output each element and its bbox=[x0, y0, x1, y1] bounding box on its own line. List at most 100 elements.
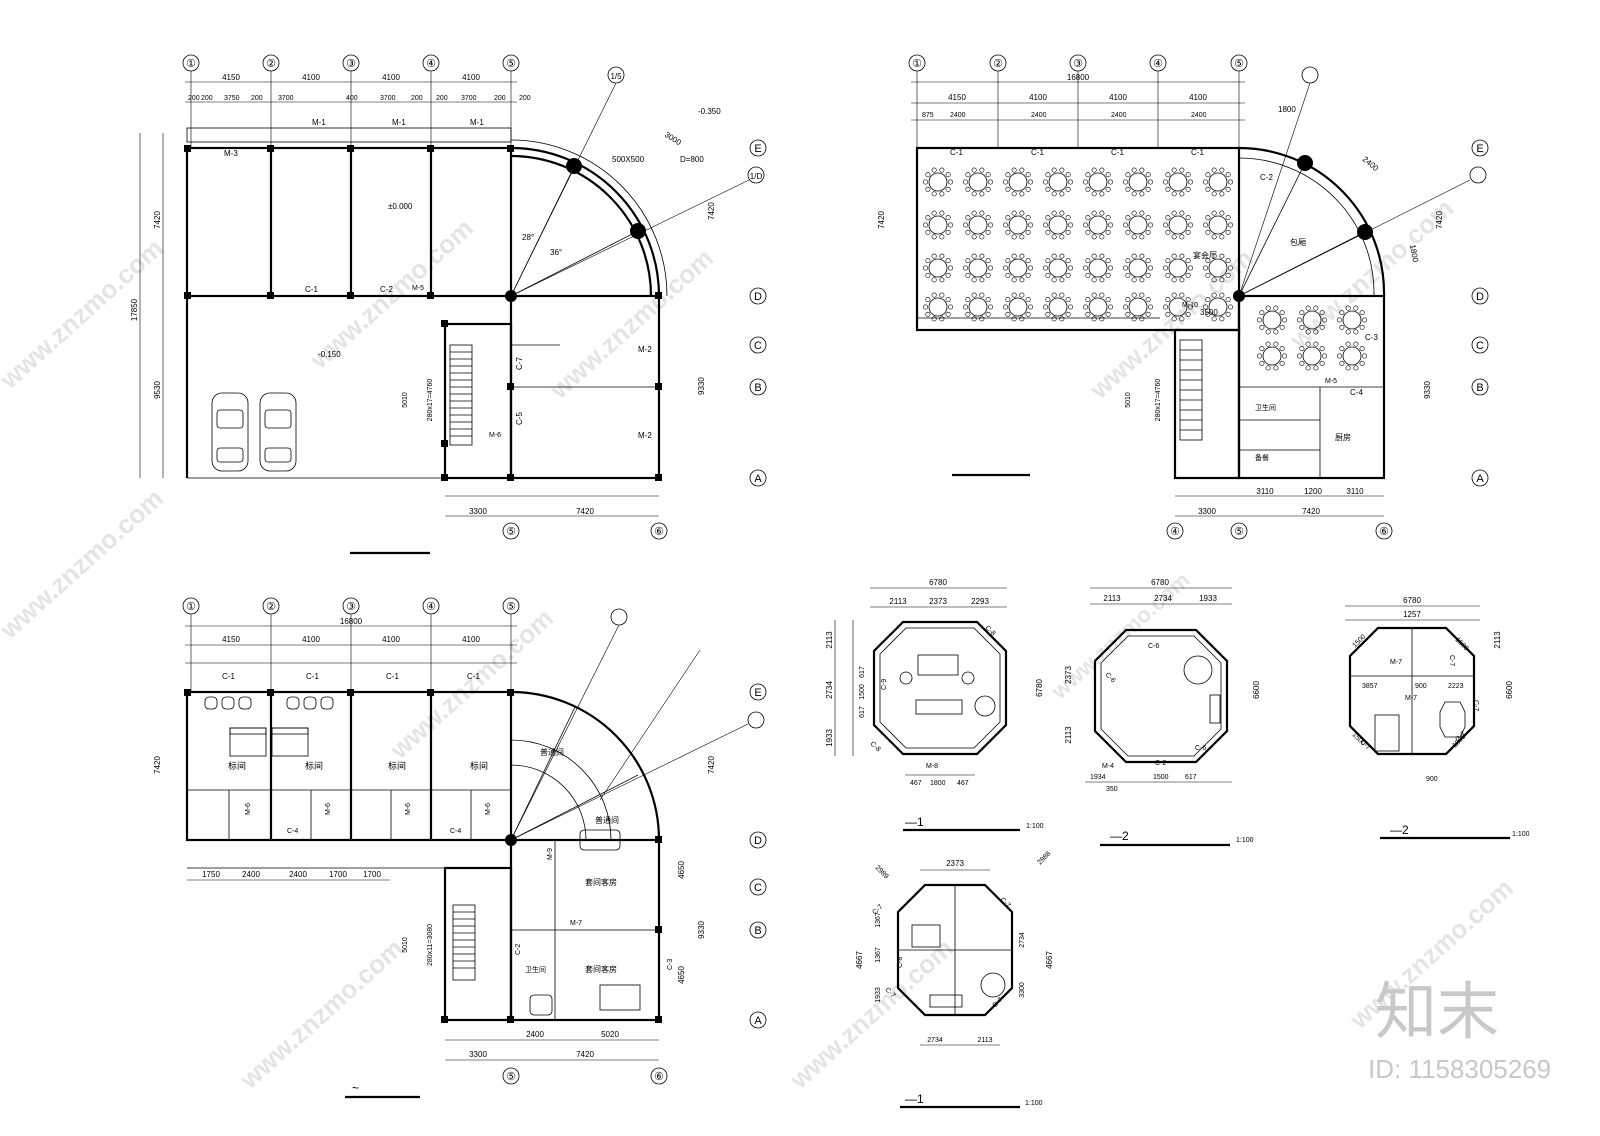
dimension-text: 2113 bbox=[1103, 594, 1121, 603]
grid-label: ② bbox=[266, 58, 276, 70]
round-table-icon bbox=[1163, 167, 1194, 197]
grid-label: ④ bbox=[426, 601, 436, 613]
room-name: 卫生间 bbox=[525, 965, 546, 974]
dimension-text: 2113 bbox=[825, 631, 834, 649]
dimension-text: 2293 bbox=[971, 597, 989, 606]
row-label: D bbox=[754, 835, 762, 847]
angle-label: 36° bbox=[550, 248, 562, 257]
door-label: M-6 bbox=[489, 432, 501, 439]
door-label: M-1 bbox=[312, 118, 326, 127]
dimension-text: 400 bbox=[346, 95, 358, 102]
dimension-text: 1750 bbox=[202, 870, 220, 879]
door-label: M-1 bbox=[392, 118, 406, 127]
door-label: M-6 bbox=[245, 803, 252, 815]
octagon-plan-a: 6780 2113 2373 2293 2113 2734 1933 617 1… bbox=[825, 578, 1044, 832]
row-label: 1/D bbox=[750, 172, 763, 181]
row-label: B bbox=[754, 382, 761, 394]
dimension-text: 3300 bbox=[469, 507, 487, 516]
window-label: C-7 bbox=[1472, 700, 1479, 711]
dimension-text: 4100 bbox=[382, 635, 400, 644]
dimension-text: 1700 bbox=[363, 870, 381, 879]
dimension-text: 16800 bbox=[340, 617, 363, 626]
dimension-text: 4100 bbox=[1189, 93, 1207, 102]
level-label: -0.150 bbox=[318, 350, 341, 359]
arc-dimension: D=800 bbox=[680, 155, 704, 164]
window-label: C-6 bbox=[1195, 745, 1206, 752]
walls: 280x17=4760 5010 bbox=[184, 127, 668, 481]
dimension-text: 1800 bbox=[1278, 105, 1296, 114]
window-label: C-1 bbox=[305, 285, 318, 294]
row-label: B bbox=[1476, 382, 1483, 394]
row-label: D bbox=[754, 291, 762, 303]
window-label: C-1 bbox=[1191, 148, 1204, 157]
dimension-text: 2373 bbox=[1064, 666, 1073, 684]
round-table-icon bbox=[922, 292, 953, 322]
scale-label: 1:100 bbox=[1236, 837, 1254, 844]
dimension-text: 4100 bbox=[1029, 93, 1047, 102]
plan-title: —1 bbox=[905, 815, 924, 829]
dimension-text: 3750 bbox=[224, 95, 240, 102]
walls bbox=[184, 689, 662, 1023]
dimension-text: 200 bbox=[436, 95, 448, 102]
dimension-text: 9330 bbox=[697, 921, 706, 939]
grid-label: ③ bbox=[1073, 58, 1083, 70]
scale-label: 1:100 bbox=[1026, 823, 1044, 830]
door-label: M-3 bbox=[224, 149, 238, 158]
dimension-text: 2113 bbox=[1064, 726, 1073, 744]
dimension-text: 3700 bbox=[278, 95, 294, 102]
stair: 280x17=4760 5010 bbox=[402, 344, 473, 446]
dimension-text: 467 bbox=[957, 780, 969, 787]
car-icon bbox=[211, 392, 249, 472]
dimension-text: 2400 bbox=[1111, 112, 1127, 119]
dimension-text: 2113 bbox=[1493, 631, 1502, 649]
dimension-text: 7420 bbox=[576, 507, 594, 516]
dimension-text: 16800 bbox=[1067, 73, 1090, 82]
window-label: C-4 bbox=[1350, 388, 1363, 397]
dimension-text: 200 bbox=[494, 95, 506, 102]
dimension-text: 5020 bbox=[601, 1030, 619, 1039]
dimension-text: 875 bbox=[922, 112, 934, 119]
dimension-text: 617 bbox=[1185, 774, 1197, 781]
stair bbox=[452, 904, 476, 981]
room-name: 厨房 bbox=[1335, 432, 1351, 442]
window-label: C-3 bbox=[1365, 333, 1378, 342]
dimension-lines: 16800 4150 4100 4100 4100 7420 7420 9330… bbox=[153, 617, 716, 1061]
row-label: D bbox=[1476, 291, 1484, 303]
door-label: M-7 bbox=[570, 920, 582, 927]
room-labels: 标间 标间 标间 标间 普通间 普通间 套间客房 套间客房 卫生间 C-1 C-… bbox=[222, 672, 674, 974]
round-table-icon bbox=[962, 292, 993, 322]
window-label: C-2 bbox=[515, 944, 522, 955]
dimension-text: 3300 bbox=[469, 1050, 487, 1059]
door-label: M-1 bbox=[470, 118, 484, 127]
dimension-text: 2734 bbox=[927, 1037, 943, 1044]
round-table-icon bbox=[1043, 167, 1074, 197]
room-name: 标间 bbox=[305, 760, 323, 771]
window-label: C-6 bbox=[1148, 643, 1159, 650]
row-label: 1/5 bbox=[610, 72, 622, 81]
dimension-text: 4100 bbox=[302, 635, 320, 644]
door-label: M-6 bbox=[325, 803, 332, 815]
dimension-text: 2373 bbox=[946, 859, 964, 868]
dimension-text: 1934 bbox=[1090, 774, 1106, 781]
round-table-icon bbox=[1043, 253, 1074, 283]
dimension-text: 3700 bbox=[461, 95, 477, 102]
dimension-text: 1933 bbox=[825, 729, 834, 747]
grid-label: ⑤ bbox=[1234, 526, 1244, 538]
dimension-text: 200 bbox=[411, 95, 423, 102]
octagon-plan-c: 6780 1257 3857 900 2223 1500 1500 1500 1… bbox=[1345, 596, 1530, 840]
dimension-text: 467 bbox=[910, 780, 922, 787]
dimension-text: 9530 bbox=[153, 381, 162, 399]
dimension-text: 4667 bbox=[1045, 951, 1054, 969]
window-label: C-9 bbox=[881, 679, 888, 690]
room-name: 普通间 bbox=[595, 815, 619, 825]
dimension-text: 6780 bbox=[929, 578, 947, 587]
round-table-icon bbox=[1123, 292, 1154, 322]
round-table-icon bbox=[1083, 167, 1114, 197]
columns bbox=[184, 145, 662, 481]
round-tables bbox=[922, 167, 1368, 371]
dimension-text: 4650 bbox=[677, 966, 686, 984]
dimension-text: 200 bbox=[188, 95, 200, 102]
round-table-icon bbox=[1083, 292, 1114, 322]
dimension-text: 4150 bbox=[222, 73, 240, 82]
dimension-text: 3300 bbox=[1198, 507, 1216, 516]
